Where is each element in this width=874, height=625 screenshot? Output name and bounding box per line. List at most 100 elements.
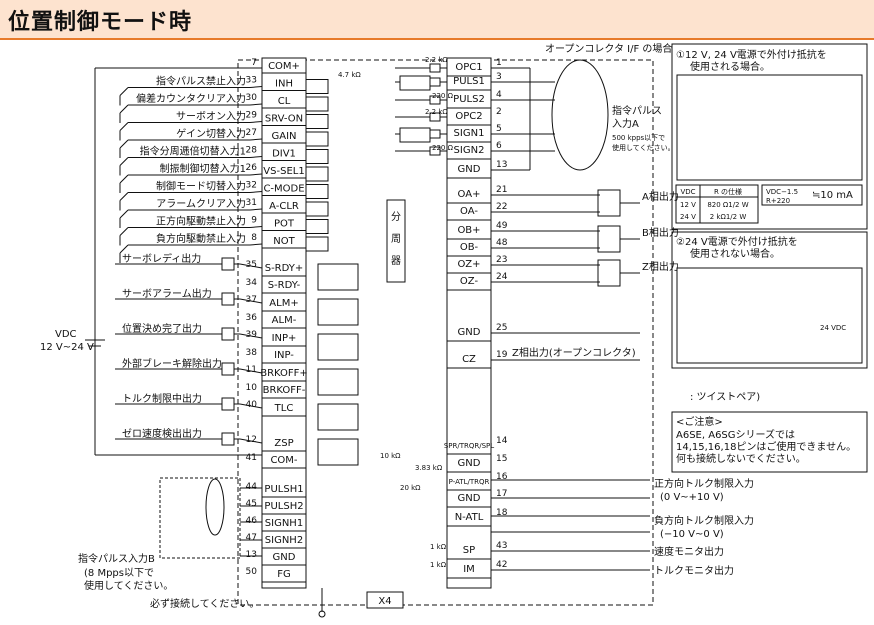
- output-photocoupler: [317, 263, 359, 291]
- output-pin-label: S-RDY+: [265, 263, 304, 274]
- right-pin-label: OB+: [457, 225, 480, 236]
- open-collector-title: オープンコレクタ I/F の場合: [545, 42, 672, 55]
- output-photocoupler: [317, 298, 359, 326]
- input-description: 指令パルス禁止入力: [156, 75, 246, 88]
- right-pin-label: GND: [458, 493, 481, 504]
- input-description: アラームクリア入力: [156, 197, 246, 210]
- table-cell: 12 V: [680, 201, 696, 209]
- left-pin-label: VS-SEL1: [263, 166, 304, 177]
- pulse-a-resistor: [429, 112, 441, 122]
- positive-torque-limit: 正方向トルク制限入力: [654, 477, 754, 490]
- pulse-a-photocoupler: [399, 127, 431, 143]
- output-pin-label: BRKOFF-: [263, 385, 306, 396]
- input-photocoupler: [305, 149, 329, 164]
- relay-coil: [221, 257, 235, 271]
- input-wire: [249, 121, 263, 123]
- left-pin-label: NOT: [273, 236, 295, 247]
- pulse-b-pin-number: 46: [246, 516, 258, 526]
- right-pin-number: 13: [496, 160, 507, 170]
- output-photocoupler: [317, 333, 359, 361]
- output-pin-number: 35: [246, 260, 257, 270]
- relay-coil: [221, 397, 235, 411]
- right-pin-number: 17: [496, 489, 507, 499]
- left-pin-label: A-CLR: [269, 201, 299, 212]
- output-pin-label: BRKOFF+: [260, 368, 308, 379]
- right-pin-number: 42: [496, 560, 507, 570]
- title-underline: [0, 38, 874, 40]
- output-pin-number: 10: [246, 383, 258, 393]
- right-pin-label: PULS1: [453, 76, 485, 87]
- resistor-1k: 1 kΩ: [430, 543, 447, 551]
- table-cell: 820 Ω1/2 W: [707, 201, 748, 209]
- right-pin-number: 24: [496, 272, 508, 282]
- table-cell: 2 kΩ1/2 W: [710, 213, 747, 221]
- right-pin-label: SP: [463, 545, 475, 556]
- input-photocoupler: [305, 236, 329, 252]
- right-pin-label: OA-: [460, 206, 478, 217]
- right-pin-label: SIGN1: [454, 128, 485, 139]
- output-pin-label: ALM-: [272, 315, 297, 326]
- output-description: トルク制限中出力: [122, 392, 202, 405]
- switch-contact: [119, 139, 129, 149]
- input-description: 指令分周逓倍切替入力1: [140, 145, 246, 158]
- relay-coil: [221, 292, 235, 306]
- input-wire: [249, 138, 263, 141]
- page-title: 位置制御モード時: [8, 10, 193, 35]
- note-box-2: [671, 231, 868, 369]
- resistor-20k: 20 kΩ: [400, 484, 421, 492]
- pulse-b-pin-label: SIGNH1: [265, 518, 303, 529]
- left-pin-number: 30: [246, 93, 258, 103]
- resistor-220: 220 Ω: [432, 92, 454, 100]
- pulse-b-pin-number: 45: [246, 499, 257, 509]
- output-description: 位置決め完了出力: [122, 322, 202, 335]
- left-pin-number: 31: [246, 198, 257, 208]
- relay-coil: [221, 432, 235, 446]
- input-photocoupler: [305, 96, 329, 112]
- left-pin-number: 32: [246, 181, 257, 191]
- pulse-a-resistor: [429, 63, 441, 73]
- output-pin-number: 39: [246, 330, 258, 340]
- input-photocoupler: [305, 114, 329, 129]
- negative-torque-range: (−10 V~0 V): [660, 529, 724, 540]
- right-pin-number: 19: [496, 350, 508, 360]
- switch-contact: [119, 122, 129, 131]
- right-pin-number: 49: [496, 221, 508, 231]
- pulse-a-resistor: [429, 95, 441, 105]
- left-pin-label: SRV-ON: [265, 114, 303, 125]
- input-wire: [249, 103, 263, 106]
- speed-monitor-output: 速度モニタ出力: [654, 545, 724, 558]
- pulse-b-twist: [205, 478, 225, 536]
- resistor-2-2k: 2.2 kΩ: [425, 108, 448, 116]
- output-photocoupler: [317, 368, 359, 396]
- right-pin-number: 4: [496, 90, 502, 100]
- pulse-b-pin-label: PULSH1: [264, 484, 303, 495]
- resistor-table: [675, 184, 759, 224]
- pulse-a-resistor: [429, 129, 441, 139]
- input-wire: [249, 173, 263, 176]
- right-pin-number: 21: [496, 185, 507, 195]
- switch-contact: [119, 174, 129, 184]
- pulse-b-pin-number: 44: [246, 482, 258, 492]
- output-description: サーボレディ出力: [122, 252, 201, 265]
- vdc-range: 12 V~24 V: [40, 342, 94, 353]
- left-pin-label: POT: [274, 219, 295, 230]
- input-description: サーボオン入力: [176, 110, 246, 123]
- input-description: 制振制御切替入力1: [160, 162, 246, 175]
- note-case-1: 使用される場合。: [690, 60, 770, 73]
- note-case-2: 使用されない場合。: [690, 247, 780, 260]
- right-pin-number: 23: [496, 255, 507, 265]
- note-case-2: ②24 V電源で外付け抵抗を: [676, 235, 798, 248]
- formula-numerator: VDC−1.5: [766, 188, 798, 196]
- left-pin-label: C-MODE: [263, 184, 304, 195]
- left-pin-number: 26: [246, 163, 258, 173]
- switch-contact: [119, 209, 129, 219]
- output-wire: [239, 368, 263, 374]
- pulse-b-pin-number: 47: [246, 533, 257, 543]
- input-description: 偏差カウンタクリア入力: [136, 92, 246, 105]
- right-pin-label: N-ATL: [455, 512, 484, 523]
- resistor-10k: 10 kΩ: [380, 452, 401, 460]
- resistor-4-7k: 4.7 kΩ: [338, 71, 361, 79]
- left-pin-number: 9: [251, 216, 257, 226]
- left-pin-label: GAIN: [271, 131, 296, 142]
- output-wire: [239, 333, 263, 339]
